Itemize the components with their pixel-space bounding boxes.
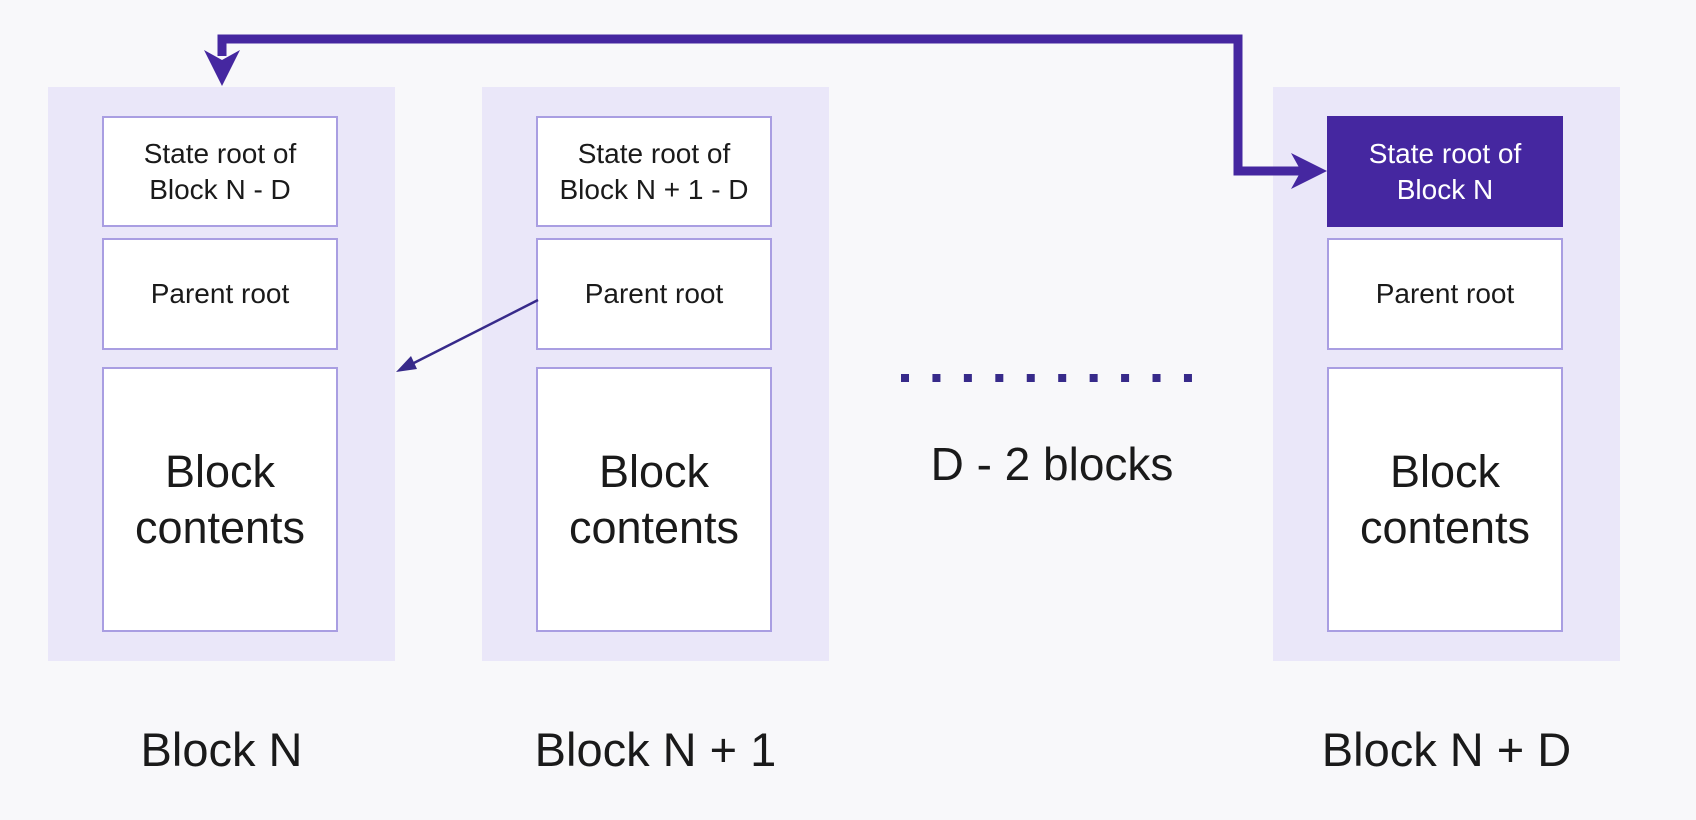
block-n1-label: Block N + 1: [534, 723, 777, 776]
block-nd-parent-root-box: Parent root: [1327, 238, 1563, 350]
block-n-contents-text: Block contents: [135, 444, 305, 556]
block-nd-column: State root of Block N Parent root Block …: [1273, 87, 1620, 661]
block-n-column: State root of Block N - D Parent root Bl…: [48, 87, 395, 661]
state-root-line1: State root of: [143, 137, 297, 169]
block-n1-column: State root of Block N + 1 - D Parent roo…: [482, 87, 829, 661]
contents-line1: Block: [598, 445, 710, 497]
block-n1-parent-root-box: Parent root: [536, 238, 772, 350]
parent-root-label: Parent root: [1375, 278, 1515, 309]
block-n-state-root-text: State root of Block N - D: [144, 136, 297, 208]
block-n1-contents-box: Block contents: [536, 367, 772, 632]
block-n1-state-root-box: State root of Block N + 1 - D: [536, 116, 772, 227]
contents-line1: Block: [1389, 445, 1501, 497]
block-n1-contents-text: Block contents: [569, 444, 739, 556]
parent-root-arrowhead-icon: [396, 356, 417, 372]
block-n-contents-box: Block contents: [102, 367, 338, 632]
block-n-state-root-box: State root of Block N - D: [102, 116, 338, 227]
parent-root-label: Parent root: [150, 278, 290, 309]
parent-root-label: Parent root: [584, 278, 724, 309]
state-root-line2: Block N + 1 - D: [559, 173, 749, 205]
block-nd-label: Block N + D: [1321, 723, 1572, 776]
block-nd-state-root-box-highlighted: State root of Block N: [1327, 116, 1563, 227]
contents-line2: contents: [1359, 501, 1531, 553]
omitted-blocks-label: D - 2 blocks: [930, 438, 1174, 490]
state-root-line2: Block N: [1396, 173, 1494, 205]
contents-line2: contents: [568, 501, 740, 553]
block-n-label: Block N: [140, 723, 303, 776]
block-nd-contents-box: Block contents: [1327, 367, 1563, 632]
block-nd-contents-text: Block contents: [1360, 444, 1530, 556]
state-root-line1: State root of: [577, 137, 731, 169]
block-nd-state-root-text: State root of Block N: [1369, 136, 1522, 208]
state-root-line1: State root of: [1368, 137, 1522, 169]
down-arrowhead-icon: [204, 50, 240, 86]
contents-line1: Block: [164, 445, 276, 497]
state-root-line2: Block N - D: [149, 173, 291, 205]
block-n-parent-root-box: Parent root: [102, 238, 338, 350]
block-n1-state-root-text: State root of Block N + 1 - D: [559, 136, 748, 208]
contents-line2: contents: [134, 501, 306, 553]
